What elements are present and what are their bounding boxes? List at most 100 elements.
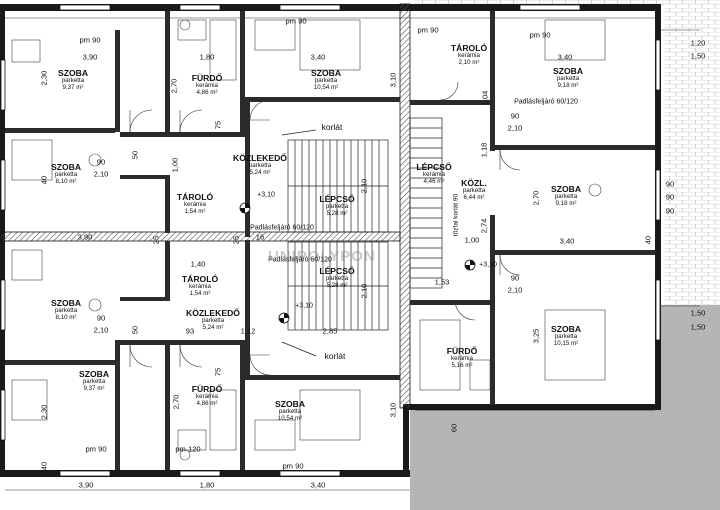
- dim-label: 3,40: [310, 52, 326, 62]
- dim-label: 2,74: [479, 218, 489, 234]
- dim-label: pm 90: [417, 25, 439, 35]
- dim-label: 75: [213, 367, 223, 377]
- dim-label: 93: [185, 326, 195, 336]
- dim-label: 60: [449, 423, 459, 433]
- dim-label: pm 90: [529, 30, 551, 40]
- dim-label: 3,40: [310, 480, 326, 490]
- dim-label: 2,30: [39, 404, 49, 420]
- handrail-note: korlát: [321, 122, 343, 132]
- dim-label: 1,80: [199, 52, 215, 62]
- dim-label: 3,90: [82, 52, 98, 62]
- windows: [0, 4, 661, 477]
- dim-label: pm 90: [282, 461, 304, 471]
- attic-hatch-note: Padlásfeljáró 60/120: [514, 98, 578, 106]
- dim-label: 40: [643, 235, 653, 245]
- dim-label: 2,10: [93, 169, 109, 179]
- dim-label: 1,00: [170, 157, 180, 173]
- dim-label: 40: [39, 175, 49, 185]
- paving-area-top: [415, 0, 664, 6]
- terrace-area: [410, 305, 720, 510]
- dim-label: 1,12: [240, 326, 256, 336]
- dim-label: 1,80: [199, 480, 215, 490]
- dim-label: 2,10: [93, 325, 109, 335]
- handrail-note: korlát: [324, 351, 346, 361]
- dim-label: 3,90: [78, 480, 94, 490]
- dim-label: 1,04: [480, 90, 490, 106]
- dim-label: pm 90: [285, 16, 307, 26]
- level-note: +3,10: [295, 302, 313, 310]
- dim-label: 90: [665, 206, 675, 216]
- dim-label: 1,50: [690, 322, 706, 332]
- level-marker-3: [464, 259, 476, 271]
- dim-label: 25: [231, 235, 241, 245]
- dim-label: pm 90: [85, 444, 107, 454]
- dim-label: 2,70: [531, 190, 541, 206]
- dim-label: 2,10: [507, 123, 523, 133]
- dim-label: 1,00: [464, 235, 480, 245]
- dim-label: 2,10: [359, 283, 369, 299]
- handrail-arrows: [281, 129, 317, 357]
- dim-label: 90: [510, 111, 520, 121]
- dim-label: 1,53: [434, 277, 450, 287]
- dim-label: 1,50: [690, 51, 706, 61]
- dim-label: 1,50: [690, 308, 706, 318]
- dim-label: 2,85: [322, 326, 338, 336]
- dim-label: 1,40: [190, 259, 206, 269]
- dim-label: 2,10: [507, 285, 523, 295]
- dim-label: 3,90: [77, 232, 93, 242]
- dim-label: 2,70: [169, 78, 179, 94]
- dimension-lines: [5, 17, 700, 491]
- dim-label: 3,25: [531, 328, 541, 344]
- dim-label: 2,30: [39, 70, 49, 86]
- dim-label: 90: [96, 313, 106, 323]
- dim-label: 2,70: [171, 394, 181, 410]
- dim-label: 90: [665, 192, 675, 202]
- stair-right: [409, 117, 443, 289]
- dim-label: 90: [96, 157, 106, 167]
- dim-label: pm 120: [175, 444, 201, 454]
- dim-label: 1,18: [479, 142, 489, 158]
- watermark: UNIPOLYPON: [268, 248, 376, 265]
- dim-label: 50: [130, 325, 140, 335]
- dim-label: 16: [255, 232, 265, 242]
- dim-label: 1,20: [690, 38, 706, 48]
- level-marker-1: [239, 202, 251, 214]
- stair-upper: [287, 139, 389, 233]
- stair-lower: [287, 241, 389, 331]
- dim-label: 90: [665, 179, 675, 189]
- dim-label: 3,40: [557, 52, 573, 62]
- attic-hatch-note: Padlásfeljáró 60/120: [250, 224, 314, 232]
- dim-label: 3,10: [388, 402, 398, 418]
- dim-label: 25: [151, 235, 161, 245]
- level-note: +3,10: [479, 261, 497, 269]
- paving-area: [664, 0, 720, 305]
- door-swings: [129, 81, 521, 376]
- dim-label: pm 90: [79, 35, 101, 45]
- level-marker-2: [278, 312, 290, 324]
- dim-label: 90: [510, 273, 520, 283]
- dim-label: 50: [130, 150, 140, 160]
